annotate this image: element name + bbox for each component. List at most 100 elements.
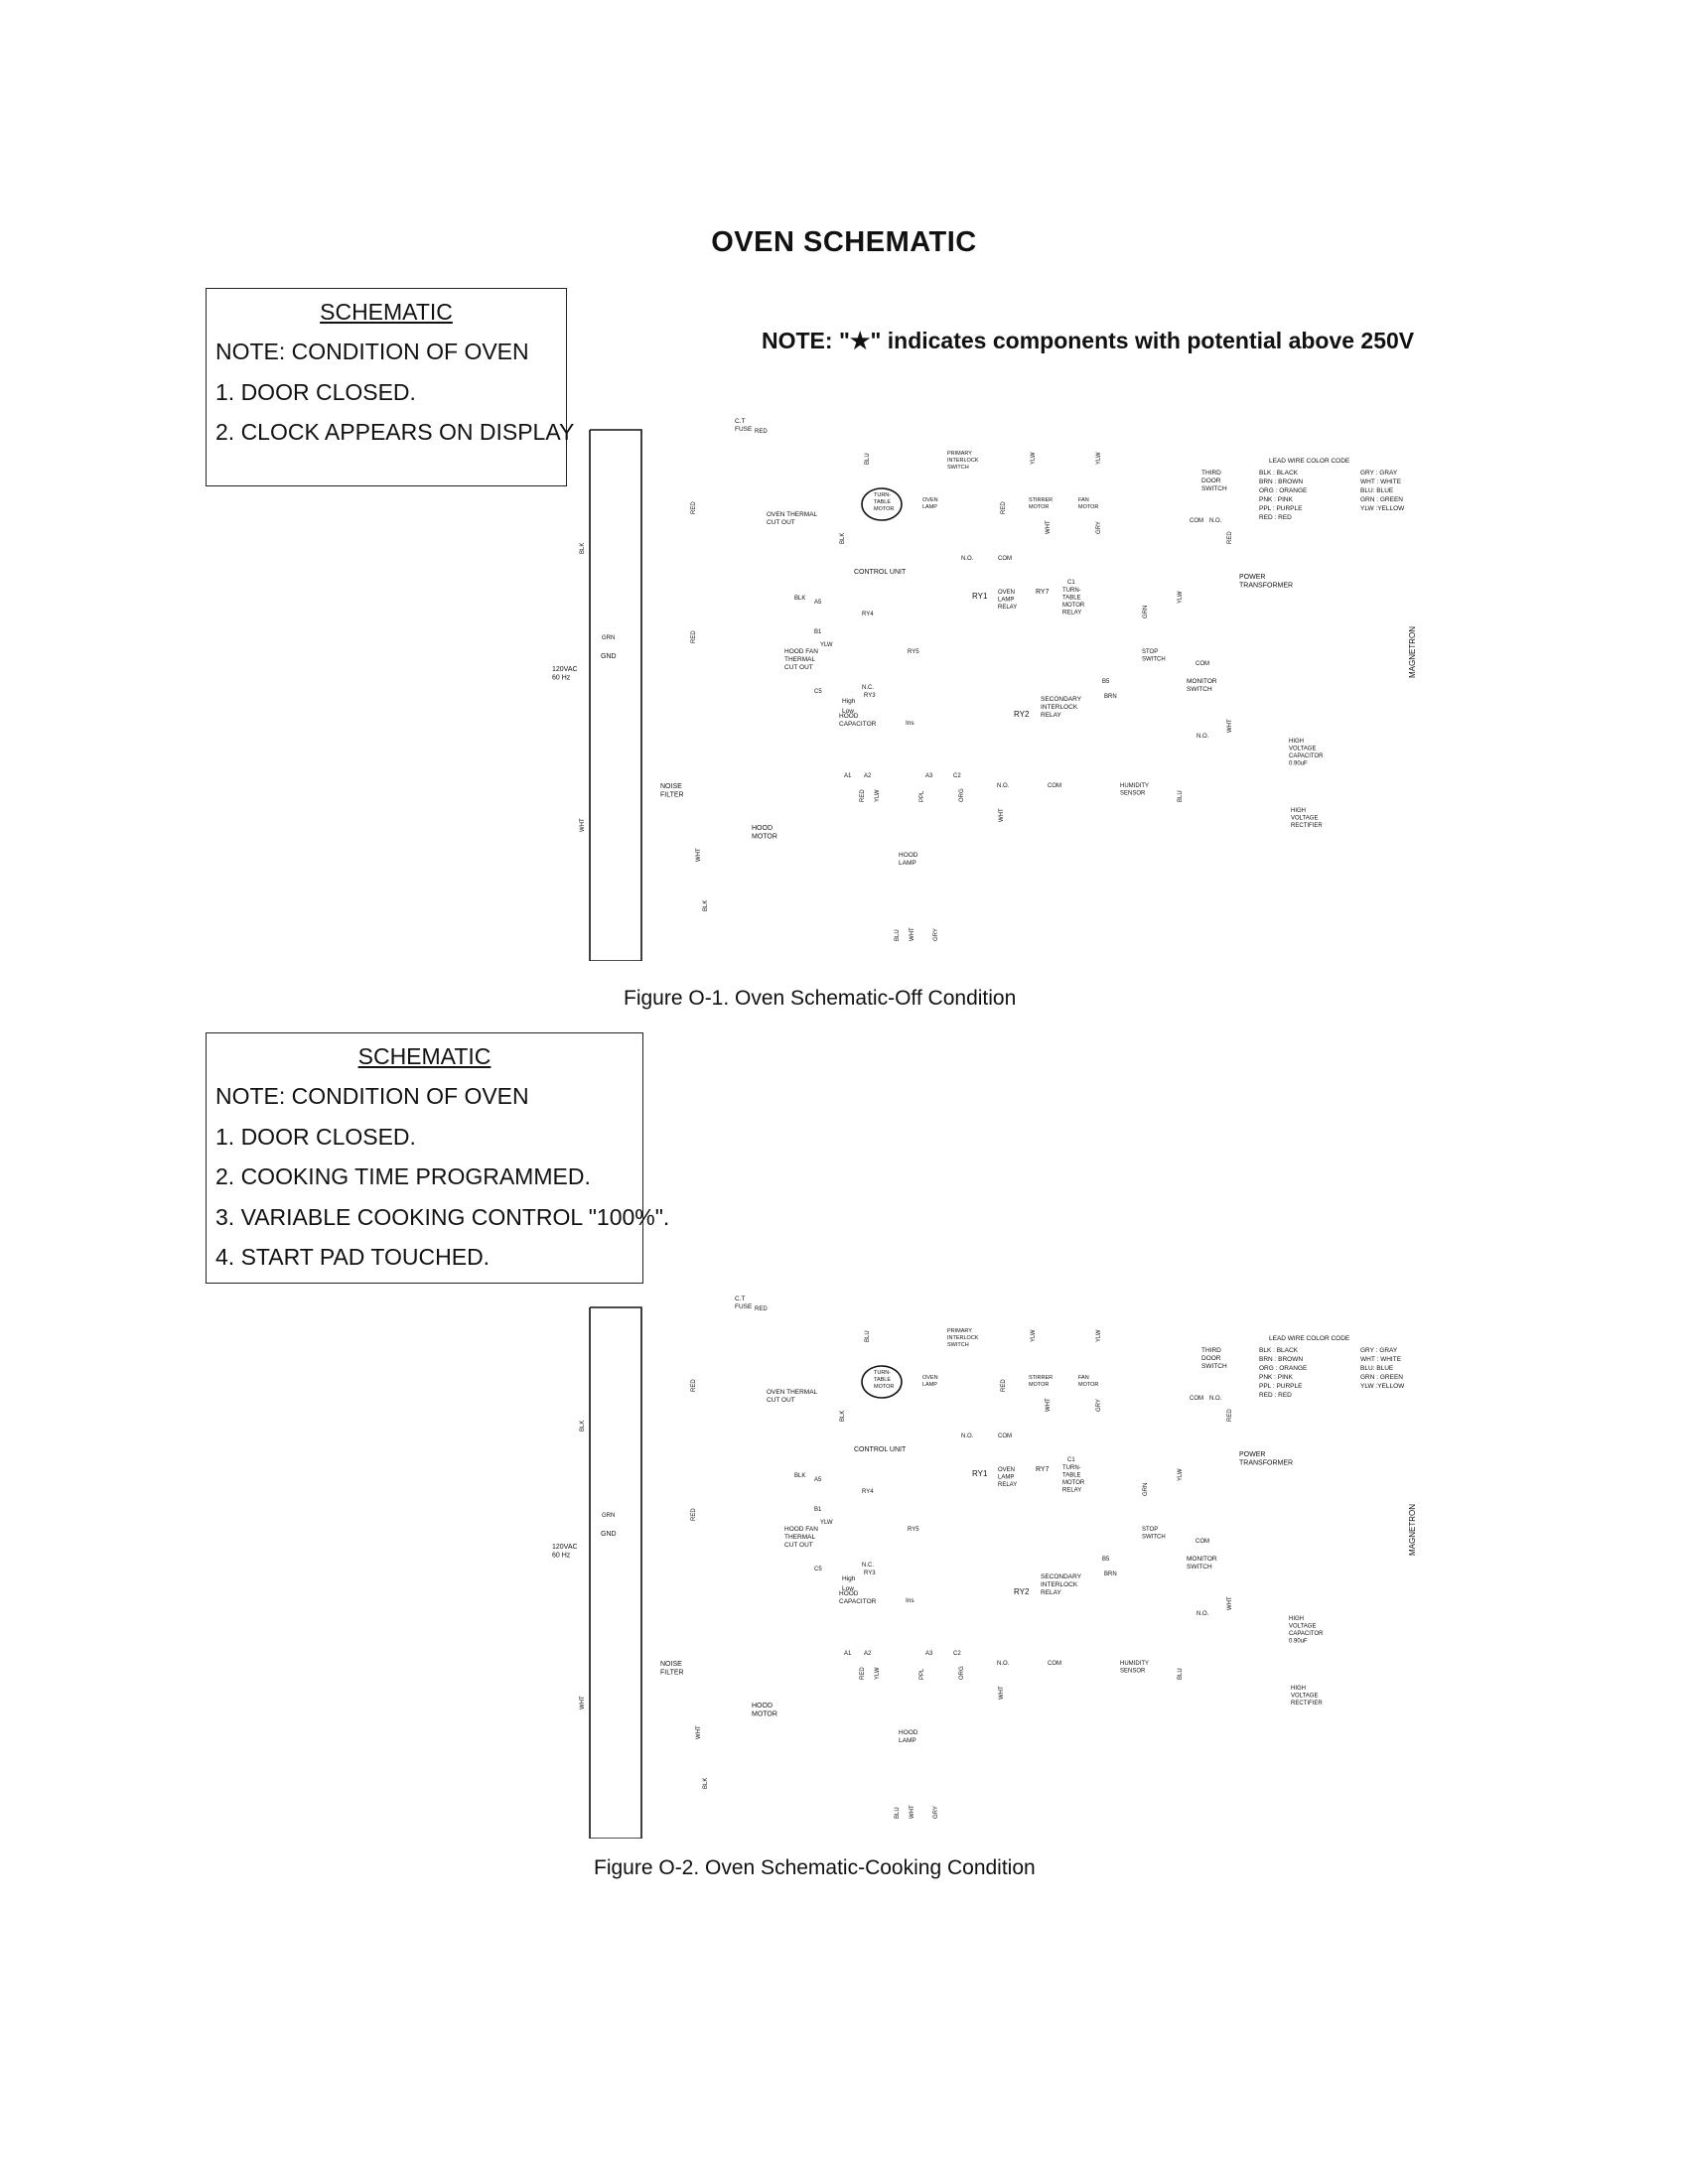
contact-no-label: N.O. <box>1209 518 1222 524</box>
contact-no-label: N.O. <box>997 783 1010 789</box>
turntable-motor-relay-label: TABLE <box>1062 596 1081 602</box>
oven-lamp-label: LAMP <box>922 504 937 510</box>
contact-com-label: COM <box>998 556 1012 562</box>
contact-no-label: N.O. <box>1196 1611 1209 1617</box>
note-line: 1. DOOR CLOSED. <box>215 1123 416 1150</box>
schematic-note-box-2: SCHEMATIC NOTE: CONDITION OF OVEN 1. DOO… <box>206 1032 670 1284</box>
legend-entry: ORG : ORANGE <box>1259 487 1308 494</box>
stop-switch-label: SWITCH <box>1142 1535 1166 1541</box>
oven-lamp-relay-label: OVEN <box>998 1467 1015 1473</box>
wire-color-label: WHT <box>910 1805 915 1819</box>
hv-capacitor-label: 0.90uF <box>1289 761 1308 767</box>
wire-color-label: RED <box>860 789 866 802</box>
terminal-label: C1 <box>1067 580 1075 586</box>
speed-low-label: Low <box>842 1585 854 1592</box>
legend-entry: RED : RED <box>1259 1392 1292 1399</box>
oven-lamp-label: LAMP <box>922 1382 937 1388</box>
third-door-switch-label: DOOR <box>1201 1355 1221 1362</box>
relay-ry5-label: RY5 <box>908 649 919 655</box>
turntable-motor-label: TABLE <box>874 1377 891 1383</box>
terminal-label: C5 <box>814 1567 822 1572</box>
terminal-label: A2 <box>864 773 872 779</box>
schematic-note-box-1: SCHEMATIC NOTE: CONDITION OF OVEN 1. DOO… <box>206 288 575 486</box>
hood-fan-cutout-label: HOOD FAN <box>784 1526 818 1533</box>
stop-switch-label: STOP <box>1142 649 1158 655</box>
cutout-fuse-label: C.T <box>735 418 746 425</box>
third-door-switch-label: DOOR <box>1201 478 1221 484</box>
hood-motor-label: MOTOR <box>752 834 777 841</box>
secondary-interlock-relay-label: INTERLOCK <box>1041 1581 1078 1588</box>
oven-thermal-label: CUT OUT <box>767 1397 795 1404</box>
legend-entry: BLU: BLUE <box>1360 1365 1394 1372</box>
power-transformer-label: POWER <box>1239 1451 1265 1458</box>
note-heading: SCHEMATIC <box>357 1043 492 1069</box>
legend-entry: PPL : PURPLE <box>1259 505 1303 512</box>
note-heading: SCHEMATIC <box>320 299 453 325</box>
oven-thermal-label: CUT OUT <box>767 519 795 526</box>
secondary-interlock-relay-label: RELAY <box>1041 1589 1061 1596</box>
control-unit-label: CONTROL UNIT <box>854 569 907 576</box>
wire-color-label: WHT <box>580 1696 586 1709</box>
wire-color-label: BLU <box>865 1330 871 1342</box>
wire-color-label: YLW <box>1096 1329 1102 1342</box>
wire-color-label: GRY <box>933 928 939 941</box>
speed-high-label: High <box>842 698 856 705</box>
stirrer-motor-label: STIRRER <box>1029 1375 1053 1381</box>
wire-color-label: PPL <box>919 1668 925 1680</box>
stirrer-motor-label: STIRRER <box>1029 497 1053 503</box>
contact-com-label: COM <box>1048 1661 1061 1667</box>
hood-motor-label: HOOD <box>752 1703 773 1709</box>
turntable-motor-relay-label: TURN- <box>1062 1465 1081 1471</box>
hv-rectifier-label: HIGH <box>1291 808 1306 814</box>
terminal-label: B5 <box>1102 1557 1110 1563</box>
wire-color-label: BLU <box>1178 1668 1184 1680</box>
note-line: 3. VARIABLE COOKING CONTROL "100%". <box>215 1203 670 1230</box>
monitor-switch-label: MONITOR <box>1187 1556 1217 1563</box>
hv-capacitor-label: HIGH <box>1289 739 1304 745</box>
contact-no-label: N.O. <box>997 1661 1010 1667</box>
turntable-motor-label: TURN- <box>874 1370 891 1376</box>
stop-switch-label: STOP <box>1142 1527 1158 1533</box>
terminal-label: A2 <box>864 1651 872 1657</box>
primary-interlock-label: SWITCH <box>947 465 969 471</box>
page-title: OVEN SCHEMATIC <box>711 226 977 258</box>
schematic-motors <box>861 487 903 521</box>
legend-title: LEAD WIRE COLOR CODE <box>1269 1335 1350 1342</box>
fan-motor-label: FAN <box>1078 497 1089 503</box>
noise-filter-label: FILTER <box>660 1670 684 1677</box>
turntable-motor-relay-label: RELAY <box>1062 1488 1081 1494</box>
wire-color-label: GRN <box>602 635 615 641</box>
monitor-switch-label: SWITCH <box>1187 686 1212 693</box>
terminal-label: A5 <box>814 600 822 606</box>
hood-fan-cutout-label: HOOD FAN <box>784 648 818 655</box>
stop-switch-label: SWITCH <box>1142 657 1166 663</box>
speed-ins-label: Ins <box>906 720 914 727</box>
note-line: 4. START PAD TOUCHED. <box>215 1244 491 1270</box>
hood-lamp-label: HOOD <box>899 1729 918 1736</box>
wire-color-label: RED <box>691 630 697 643</box>
legend-entry: GRN : GREEN <box>1360 1374 1403 1381</box>
humidity-sensor-label: SENSOR <box>1120 791 1146 797</box>
wire-color-label: BLK <box>580 1421 586 1432</box>
wire-color-label: WHT <box>696 848 702 862</box>
turntable-motor-relay-label: TABLE <box>1062 1473 1081 1479</box>
cutout-fuse-label: C.T <box>735 1296 746 1302</box>
relay-ry3-label: RY3 <box>864 1570 876 1576</box>
wire-color-label: RED <box>1001 1379 1007 1392</box>
magnetron-label: MAGNETRON <box>1408 1504 1417 1556</box>
noise-filter-label: NOISE <box>660 1661 682 1668</box>
figure-caption: Figure O-2. Oven Schematic-Cooking Condi… <box>594 1856 1036 1879</box>
note-line: NOTE: CONDITION OF OVEN <box>215 1083 529 1109</box>
terminal-label: A5 <box>814 1477 822 1483</box>
power-source-label: 60 Hz <box>552 675 571 682</box>
hood-fan-cutout-label: THERMAL <box>784 656 815 663</box>
wire-color-label: BRN <box>1104 694 1117 700</box>
note-line: 2. CLOCK APPEARS ON DISPLAY <box>215 419 575 445</box>
wire-color-label: BLK <box>580 543 586 554</box>
noise-filter-label: FILTER <box>660 792 684 799</box>
legend-entry: BLU: BLUE <box>1360 487 1394 494</box>
wire-color-label: BLU <box>1178 790 1184 802</box>
note-line: 2. COOKING TIME PROGRAMMED. <box>215 1163 591 1189</box>
legend-title: LEAD WIRE COLOR CODE <box>1269 458 1350 465</box>
relay-ry4-label: RY4 <box>862 1489 874 1495</box>
